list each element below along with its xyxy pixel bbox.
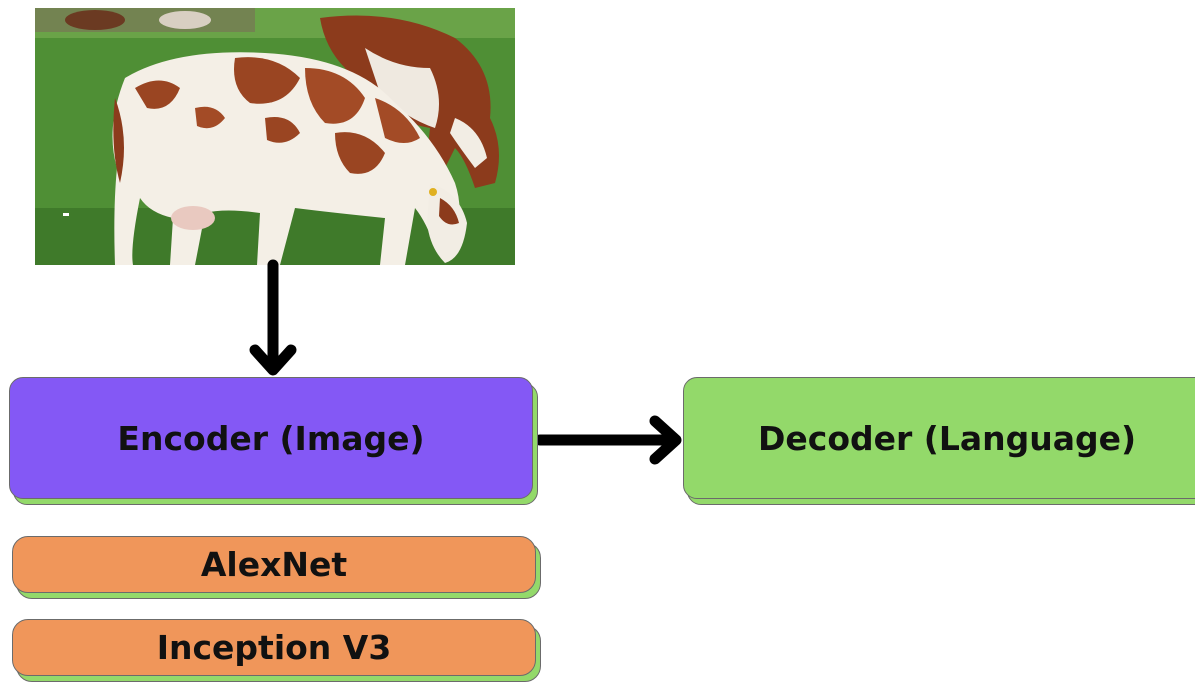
- inception-box: Inception V3: [12, 619, 536, 676]
- alexnet-label: AlexNet: [200, 545, 348, 584]
- cow-photo-icon: [35, 8, 515, 265]
- decoder-label: Decoder (Language): [758, 418, 1137, 458]
- decoder-box: Decoder (Language): [683, 377, 1195, 499]
- encoder-box: Encoder (Image): [9, 377, 533, 499]
- down-arrow-icon: [249, 259, 297, 376]
- right-arrow-icon: [534, 415, 682, 465]
- cow-photo: [35, 8, 515, 265]
- inception-label: Inception V3: [156, 628, 392, 667]
- alexnet-box: AlexNet: [12, 536, 536, 593]
- encoder-label: Encoder (Image): [117, 418, 425, 458]
